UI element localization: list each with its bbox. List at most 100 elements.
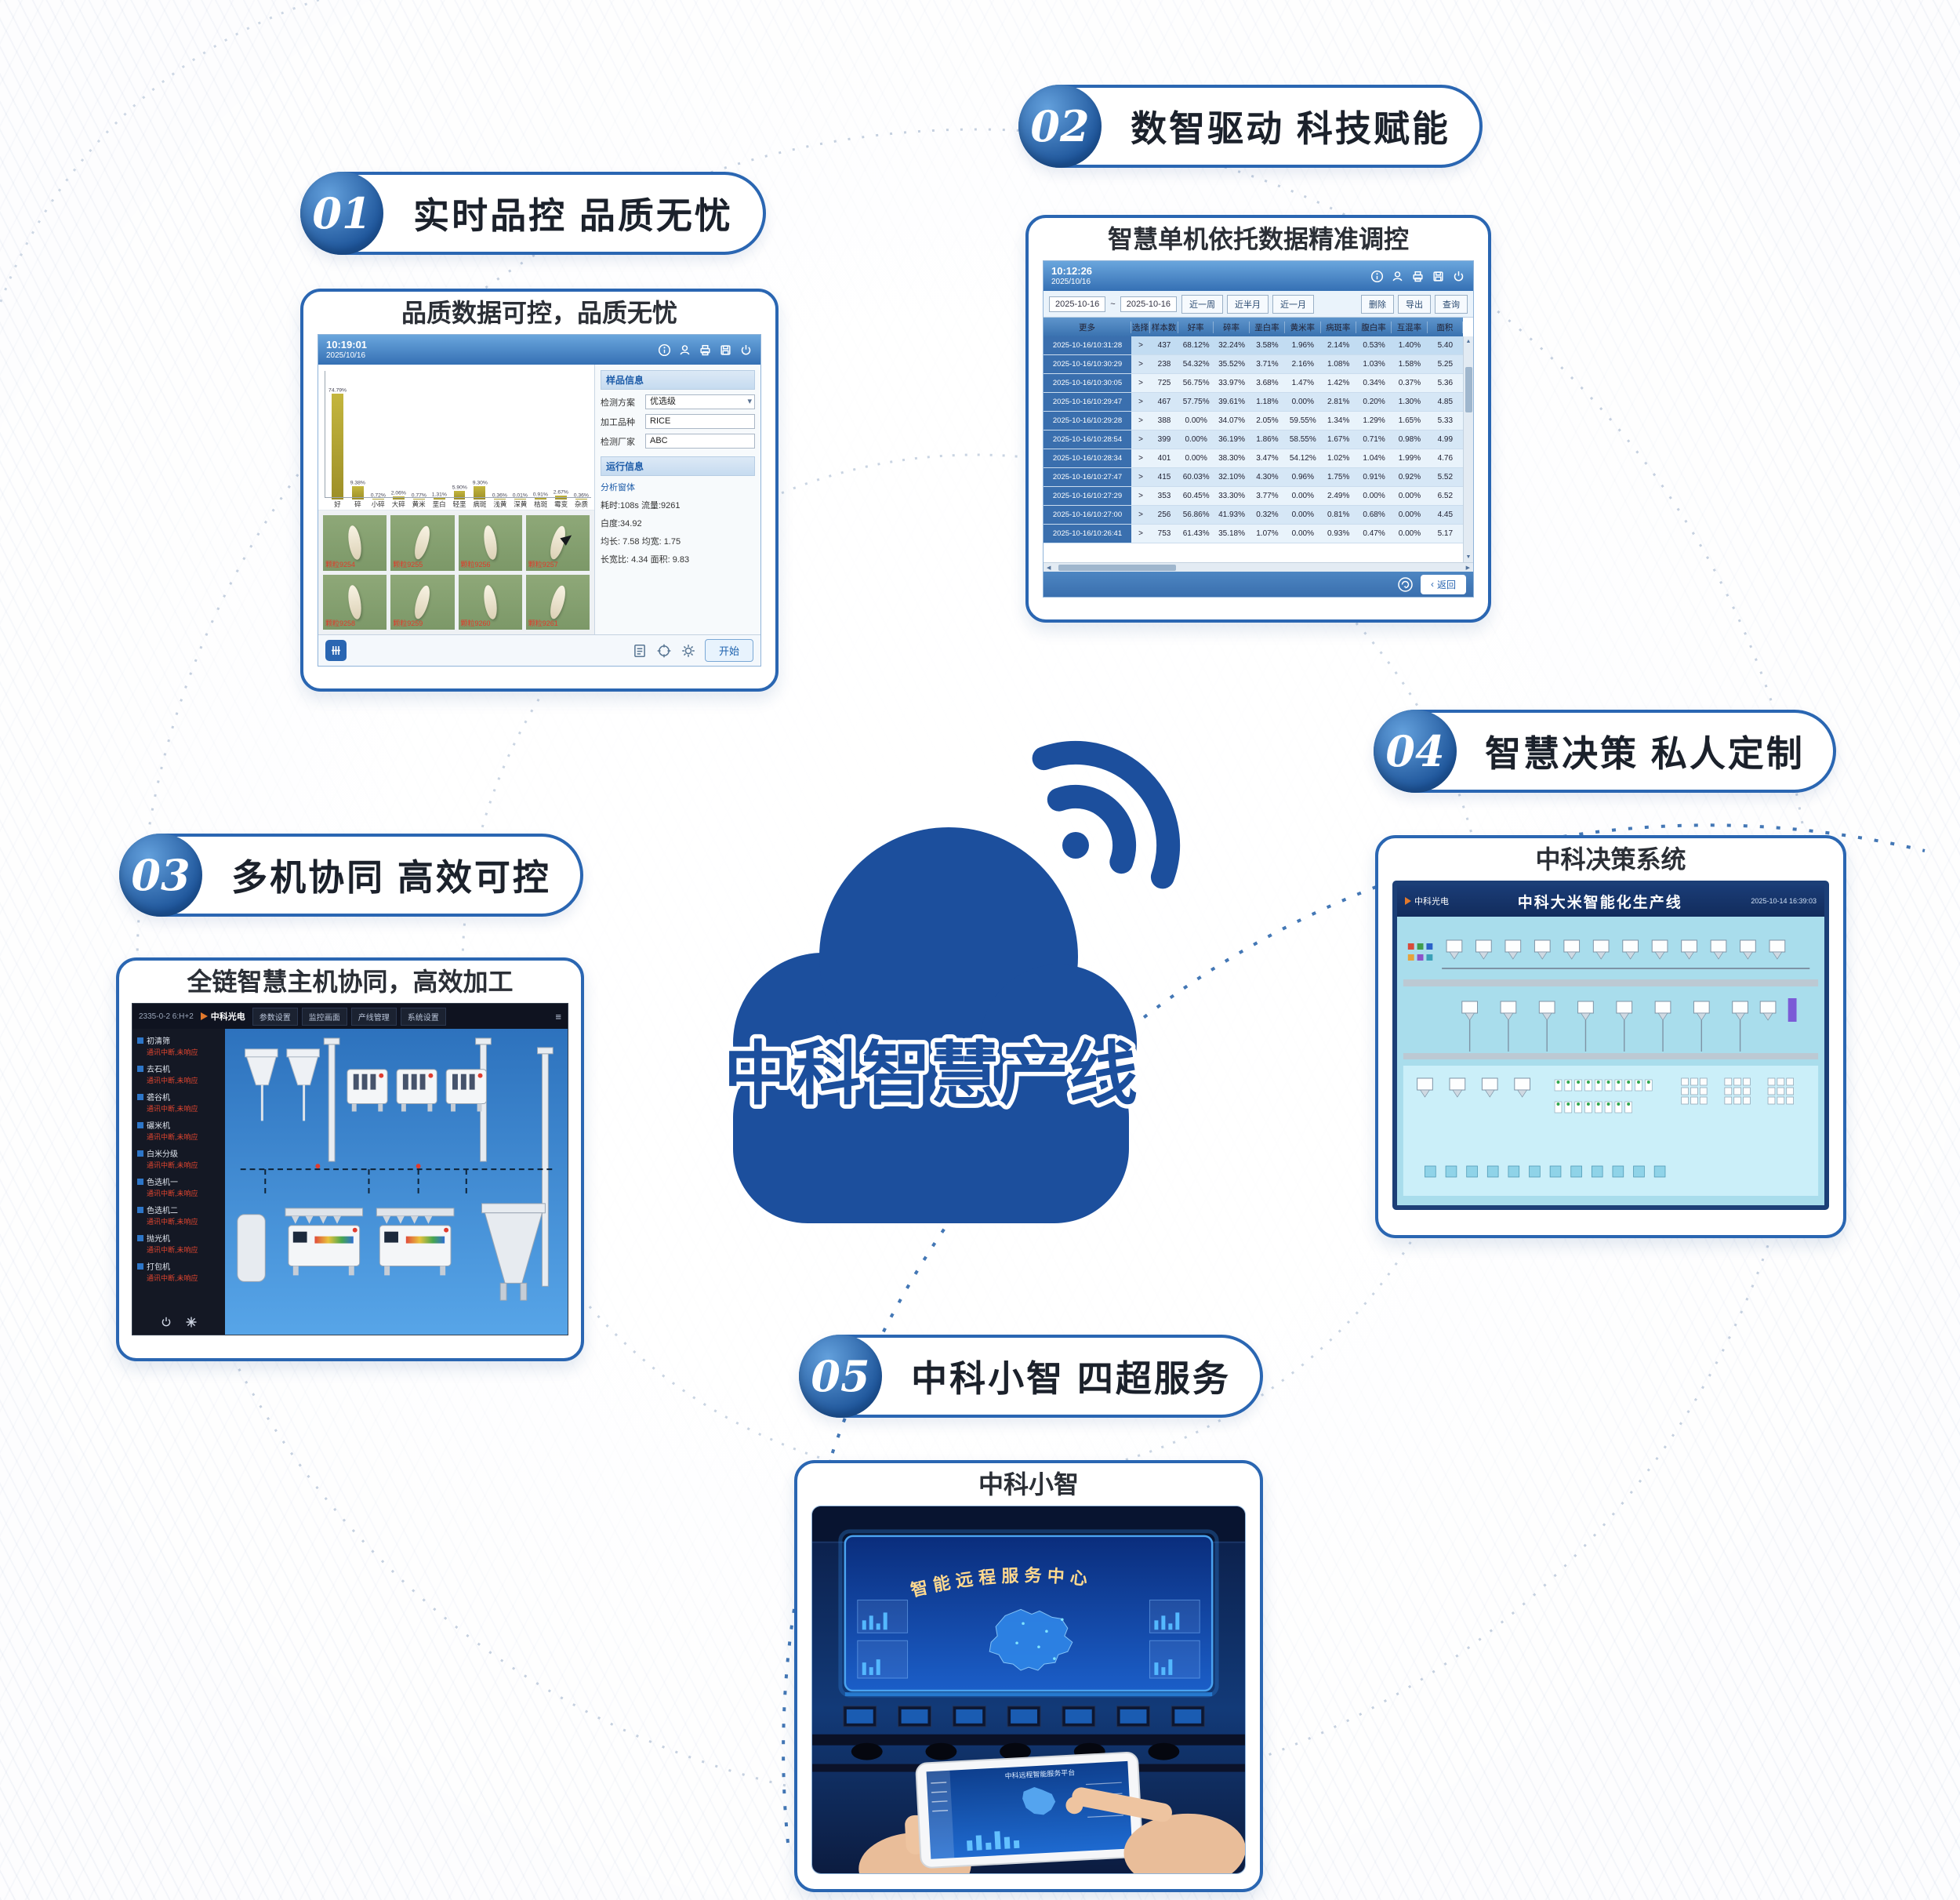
scroll-left-icon[interactable]: ◀ <box>1047 565 1051 571</box>
table-row[interactable]: 2025-10-16/10:26:41 > 753 61.43% 35.18% … <box>1044 525 1463 543</box>
save-icon[interactable] <box>719 343 732 357</box>
grain-tile[interactable]: 颗粒9261 <box>525 574 590 630</box>
menu-item[interactable]: 监控画面 <box>301 1007 347 1026</box>
info-icon[interactable] <box>658 343 671 357</box>
gear-icon[interactable] <box>681 643 696 659</box>
report-icon[interactable] <box>632 643 648 659</box>
grain-tile[interactable]: 颗粒9254 <box>323 515 387 571</box>
field-input[interactable]: RICE <box>645 414 755 429</box>
vertical-scrollbar[interactable]: ▲ ▼ <box>1463 336 1473 562</box>
refresh-icon[interactable] <box>1397 576 1414 593</box>
col-header[interactable]: 碎率 <box>1214 321 1250 333</box>
printer-icon[interactable] <box>1411 270 1425 283</box>
cell: 38.30% <box>1218 454 1246 463</box>
table-row[interactable]: 2025-10-16/10:28:34 > 401 0.00% 38.30% 3… <box>1044 449 1463 468</box>
col-header[interactable]: 互混率 <box>1392 321 1428 333</box>
action-button[interactable]: 导出 <box>1398 294 1431 314</box>
start-button[interactable]: 开始 <box>704 639 753 662</box>
table-row[interactable]: 2025-10-16/10:30:05 > 725 56.75% 33.97% … <box>1044 374 1463 393</box>
row-expander[interactable]: > <box>1138 454 1143 463</box>
col-header[interactable]: 腹白率 <box>1356 321 1392 333</box>
table-row[interactable]: 2025-10-16/10:27:00 > 256 56.86% 41.93% … <box>1044 506 1463 525</box>
user-icon[interactable] <box>678 343 691 357</box>
row-expander[interactable]: > <box>1138 492 1143 500</box>
row-expander[interactable]: > <box>1138 529 1143 538</box>
cell: 5.40 <box>1437 341 1454 350</box>
row-expander[interactable]: > <box>1138 379 1143 387</box>
snowflake-icon[interactable] <box>185 1316 198 1328</box>
power-icon[interactable] <box>160 1316 172 1328</box>
cell: 5.17 <box>1437 529 1454 538</box>
power-icon[interactable] <box>1452 270 1465 283</box>
power-icon[interactable] <box>739 343 753 357</box>
device-item[interactable]: 砻谷机 通讯中断,未响应 <box>137 1091 220 1113</box>
printer-icon[interactable] <box>699 343 712 357</box>
grain-tile[interactable]: 颗粒9259 <box>390 574 455 630</box>
row-expander[interactable]: > <box>1138 360 1143 369</box>
device-item[interactable]: 色选机二 通讯中断,未响应 <box>137 1204 220 1226</box>
device-alarm-status: 通讯中断,未响应 <box>147 1105 198 1113</box>
col-header[interactable]: 更多 <box>1044 321 1131 333</box>
range-button[interactable]: 近一月 <box>1272 294 1314 314</box>
col-header[interactable]: 样本数 <box>1150 321 1178 333</box>
col-header[interactable]: 面积 <box>1428 321 1463 333</box>
hamburger-menu-icon[interactable]: ≡ <box>555 1010 561 1023</box>
col-header[interactable]: 病斑率 <box>1321 321 1356 333</box>
hopper-icon[interactable] <box>325 640 347 661</box>
field-input[interactable]: 优选级 <box>645 394 755 409</box>
scroll-right-icon[interactable]: ▶ <box>1465 565 1470 571</box>
grain-tile[interactable]: 颗粒9257 <box>525 515 590 571</box>
scroll-thumb[interactable] <box>1465 367 1472 412</box>
col-header[interactable]: 选择 <box>1132 321 1150 333</box>
scroll-down-icon[interactable]: ▼ <box>1465 554 1472 560</box>
device-item[interactable]: 白米分级 通讯中断,未响应 <box>137 1147 220 1170</box>
table-row[interactable]: 2025-10-16/10:29:47 > 467 57.75% 39.61% … <box>1044 393 1463 412</box>
col-header[interactable]: 黄米率 <box>1285 321 1321 333</box>
table-row[interactable]: 2025-10-16/10:27:47 > 415 60.03% 32.10% … <box>1044 468 1463 487</box>
grain-tile[interactable]: 颗粒9260 <box>458 574 522 630</box>
grain-tile[interactable]: 颗粒9258 <box>323 574 387 630</box>
date-from-input[interactable]: 2025-10-16 <box>1049 296 1106 312</box>
device-item[interactable]: 去石机 通讯中断,未响应 <box>137 1063 220 1085</box>
action-button[interactable]: 删除 <box>1361 294 1394 314</box>
grain-tile[interactable]: 颗粒9256 <box>458 515 522 571</box>
table-row[interactable]: 2025-10-16/10:28:54 > 399 0.00% 36.19% 1… <box>1044 430 1463 449</box>
cell: 4.30% <box>1256 473 1279 481</box>
range-button[interactable]: 近半月 <box>1227 294 1269 314</box>
device-item[interactable]: 打包机 通讯中断,未响应 <box>137 1260 220 1283</box>
menu-item[interactable]: 系统设置 <box>400 1007 446 1026</box>
col-header[interactable]: 好率 <box>1178 321 1214 333</box>
device-item[interactable]: 色选机一 通讯中断,未响应 <box>137 1175 220 1198</box>
target-icon[interactable] <box>656 643 672 659</box>
table-row[interactable]: 2025-10-16/10:27:29 > 353 60.45% 33.30% … <box>1044 487 1463 506</box>
date-to-input[interactable]: 2025-10-16 <box>1120 296 1177 312</box>
row-expander[interactable]: > <box>1138 435 1143 444</box>
row-expander[interactable]: > <box>1138 510 1143 519</box>
device-item[interactable]: 抛光机 通讯中断,未响应 <box>137 1232 220 1255</box>
range-button[interactable]: 近一周 <box>1181 294 1223 314</box>
device-item[interactable]: 初清筛 通讯中断,未响应 <box>137 1034 220 1057</box>
scroll-thumb[interactable] <box>1058 564 1177 571</box>
field-input[interactable]: ABC <box>645 434 755 449</box>
row-expander[interactable]: > <box>1138 416 1143 425</box>
save-icon[interactable] <box>1432 270 1445 283</box>
info-icon[interactable] <box>1370 270 1384 283</box>
user-icon[interactable] <box>1391 270 1404 283</box>
cell: 0.34% <box>1363 379 1385 387</box>
table-row[interactable]: 2025-10-16/10:30:29 > 238 54.32% 35.52% … <box>1044 355 1463 374</box>
row-timestamp: 2025-10-16/10:27:47 <box>1044 468 1131 486</box>
menu-item[interactable]: 参数设置 <box>252 1007 298 1026</box>
col-header[interactable]: 垩白率 <box>1250 321 1286 333</box>
back-button[interactable]: ‹ 返回 <box>1420 574 1466 594</box>
row-expander[interactable]: > <box>1138 341 1143 350</box>
table-row[interactable]: 2025-10-16/10:31:28 > 437 68.12% 32.24% … <box>1044 336 1463 355</box>
horizontal-scrollbar[interactable]: ◀ ▶ <box>1044 562 1473 572</box>
row-expander[interactable]: > <box>1138 398 1143 406</box>
grain-tile[interactable]: 颗粒9255 <box>390 515 455 571</box>
device-item[interactable]: 碾米机 通讯中断,未响应 <box>137 1119 220 1142</box>
action-button[interactable]: 查询 <box>1435 294 1468 314</box>
table-row[interactable]: 2025-10-16/10:29:28 > 388 0.00% 34.07% 2… <box>1044 412 1463 430</box>
row-expander[interactable]: > <box>1138 473 1143 481</box>
scroll-up-icon[interactable]: ▲ <box>1465 339 1472 344</box>
menu-item[interactable]: 产线管理 <box>350 1007 397 1026</box>
